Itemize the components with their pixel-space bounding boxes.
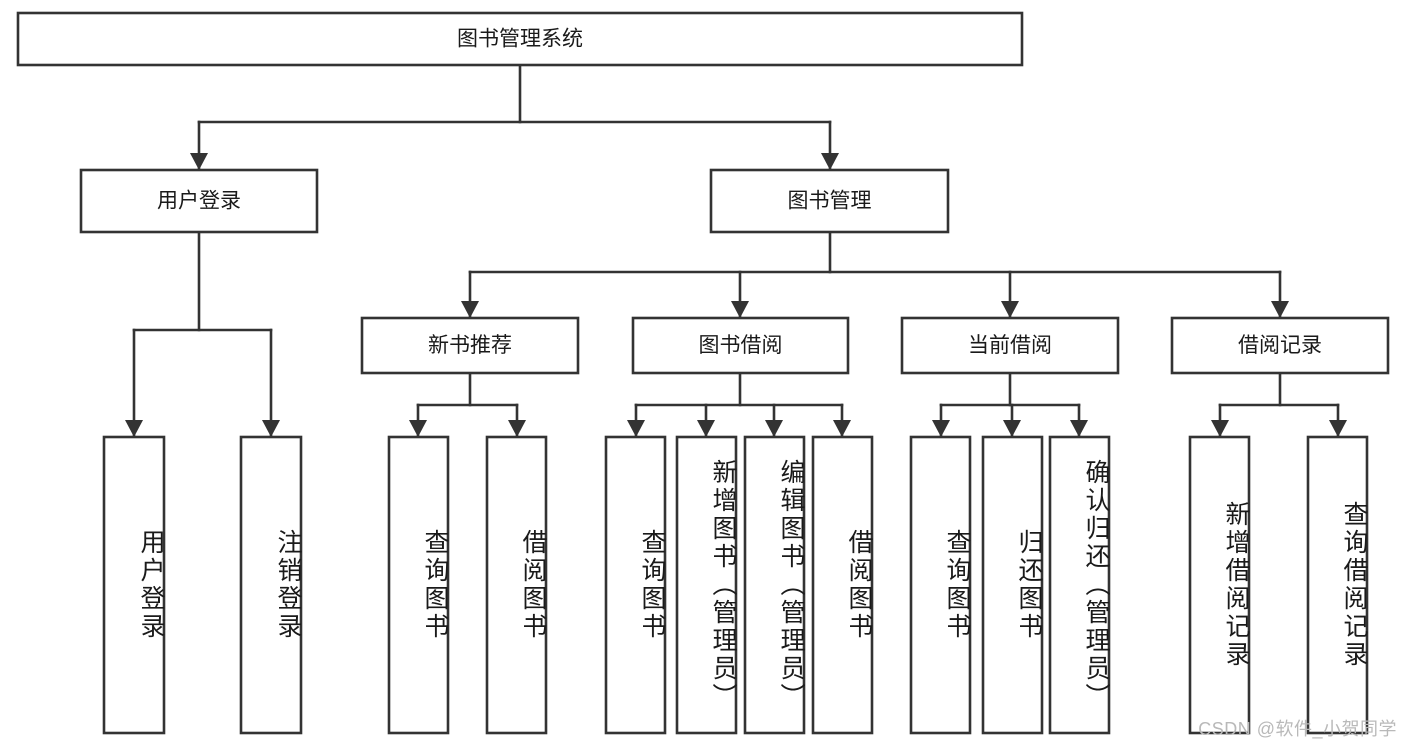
arrow-level2-3 [1271,301,1289,318]
leafbox-leaf-query-record[interactable] [1306,435,1369,735]
box-book-manage[interactable] [709,168,950,234]
leafbox-leaf-query-book-1[interactable] [387,435,450,735]
node-label-user-login: 用户登录 [157,190,241,213]
leafbox-leaf-borrow-book-2[interactable] [811,435,874,735]
box-borrow-record[interactable] [1170,316,1390,375]
leafbox-leaf-return-book[interactable] [981,435,1044,735]
leafbox-leaf-edit-book[interactable] [743,435,806,735]
arrow-userlogin-1 [262,420,280,437]
node-label-book-borrow: 图书借阅 [699,334,783,357]
csdn-watermark: CSDN @软件_小贺同学 [1198,719,1397,739]
leafbox-leaf-user-login[interactable] [102,435,166,735]
arrow-level2-0 [461,301,479,318]
box-root[interactable] [16,11,1024,67]
arrow-currentborrow-0 [932,420,950,437]
box-new-book-rec[interactable] [360,316,580,375]
box-current-borrow[interactable] [900,316,1120,375]
arrow-level1-1 [821,153,839,170]
node-label-book-manage: 图书管理 [788,190,872,213]
leafbox-leaf-query-book-2[interactable] [604,435,667,735]
node-label-borrow-record: 借阅记录 [1238,334,1322,357]
arrow-borrowrecord-1 [1329,420,1347,437]
leafbox-leaf-query-book-3[interactable] [909,435,972,735]
arrow-currentborrow-2 [1070,420,1088,437]
box-book-borrow[interactable] [631,316,850,375]
leafbox-leaf-borrow-book-1[interactable] [485,435,548,735]
arrow-bookborrow-3 [833,420,851,437]
arrow-level1-0 [190,153,208,170]
leafbox-leaf-add-record[interactable] [1188,435,1251,735]
box-user-login[interactable] [79,168,319,234]
arrow-bookborrow-0 [627,420,645,437]
arrow-newbookrec-1 [508,420,526,437]
arrow-level2-2 [1001,301,1019,318]
arrow-bookborrow-1 [697,420,715,437]
leafbox-leaf-add-book[interactable] [675,435,738,735]
arrow-level2-1 [731,301,749,318]
box-layer [16,11,1390,735]
arrow-borrowrecord-0 [1211,420,1229,437]
node-label-new-book-rec: 新书推荐 [428,334,512,357]
arrow-currentborrow-1 [1003,420,1021,437]
arrow-newbookrec-0 [409,420,427,437]
leafbox-leaf-user-logout[interactable] [239,435,303,735]
node-label-current-borrow: 当前借阅 [968,334,1052,357]
arrow-userlogin-0 [125,420,143,437]
connector-layer [125,63,1347,439]
leafbox-leaf-confirm-return[interactable] [1048,435,1111,735]
node-label-root: 图书管理系统 [457,28,583,51]
arrow-bookborrow-2 [765,420,783,437]
